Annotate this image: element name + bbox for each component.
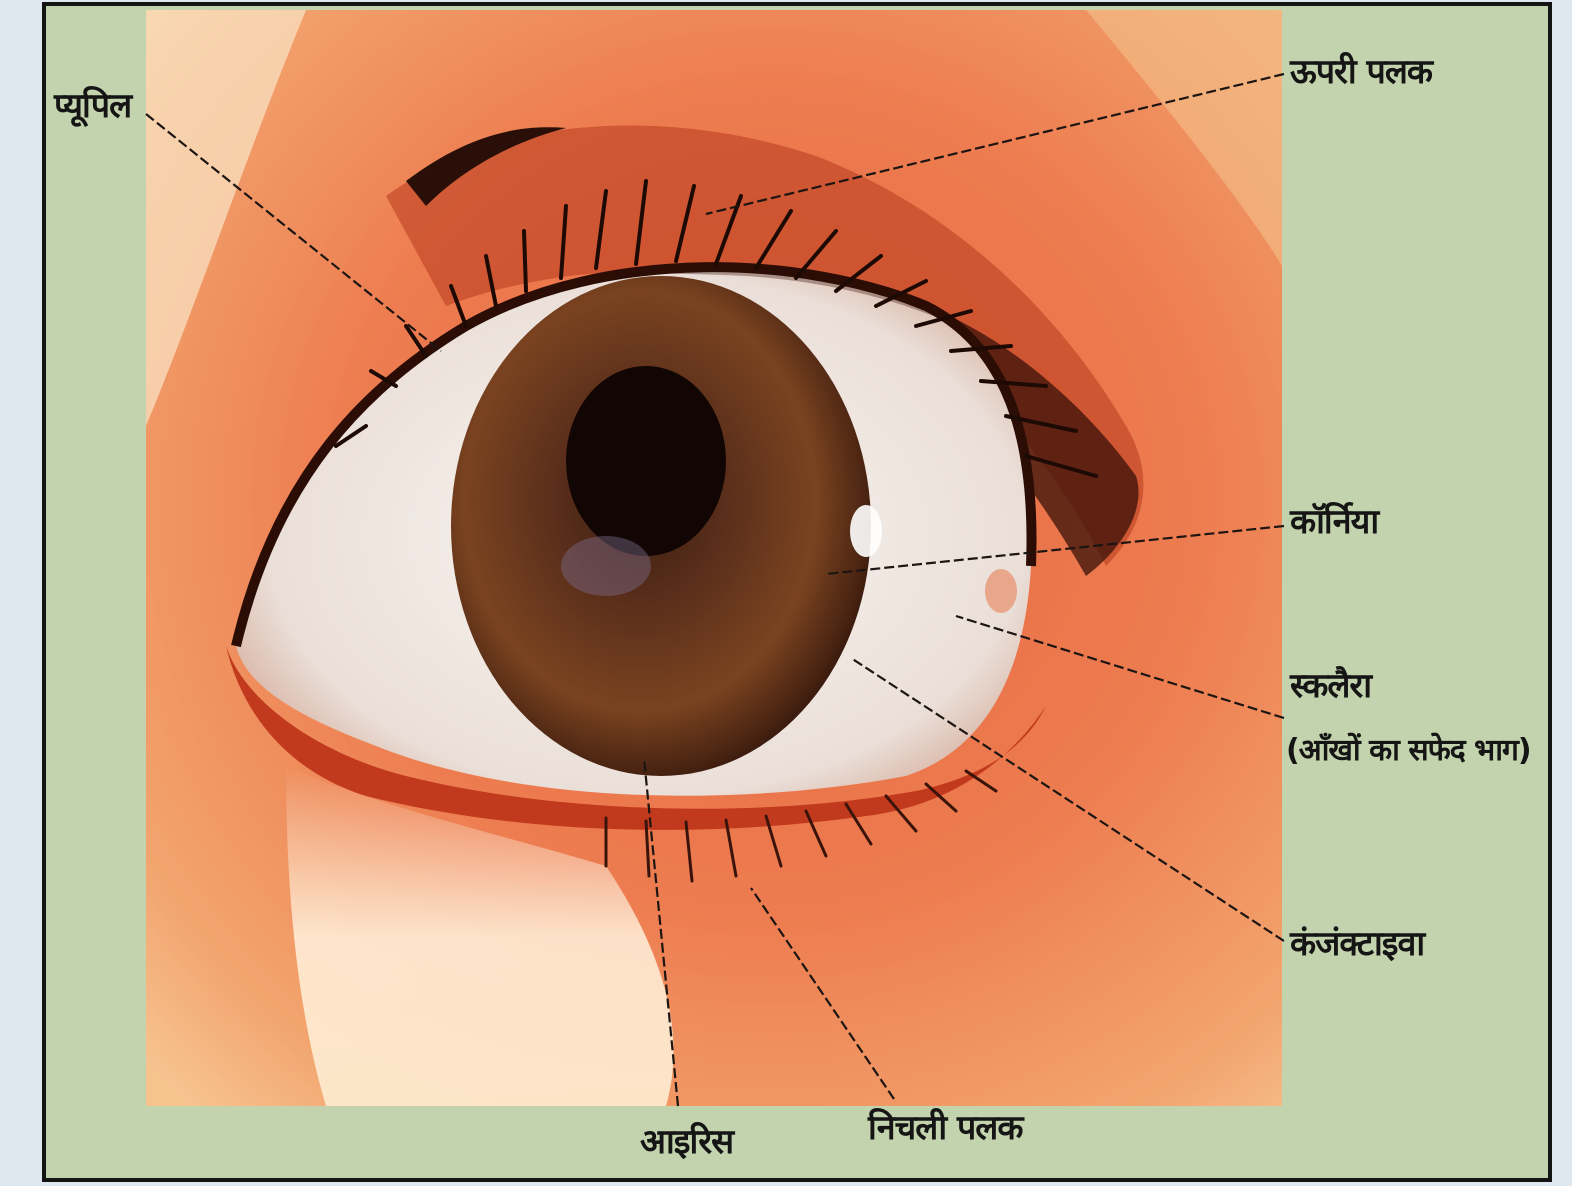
label-pupil: प्यूपिल [54,86,131,127]
label-upper-eyelid: ऊपरी पलक [1290,52,1432,93]
label-iris: आइरिस [640,1122,733,1163]
label-sclera: स्कलैरा [1290,666,1371,707]
label-lower-eyelid: निचली पलक [868,1108,1022,1149]
label-conjunctiva: कंजंक्टाइवा [1290,924,1424,965]
label-cornea: कॉर्निया [1290,502,1378,543]
pupil [566,366,726,556]
diagram-frame: प्यूपिल ऊपरी पलक कॉर्निया स्कलैरा (आँखों… [42,2,1552,1182]
cornea-highlight [850,505,882,557]
eye-illustration [46,6,1552,1182]
inner-corner [985,569,1017,613]
label-sclera-note: (आँखों का सफेद भाग) [1286,733,1531,769]
